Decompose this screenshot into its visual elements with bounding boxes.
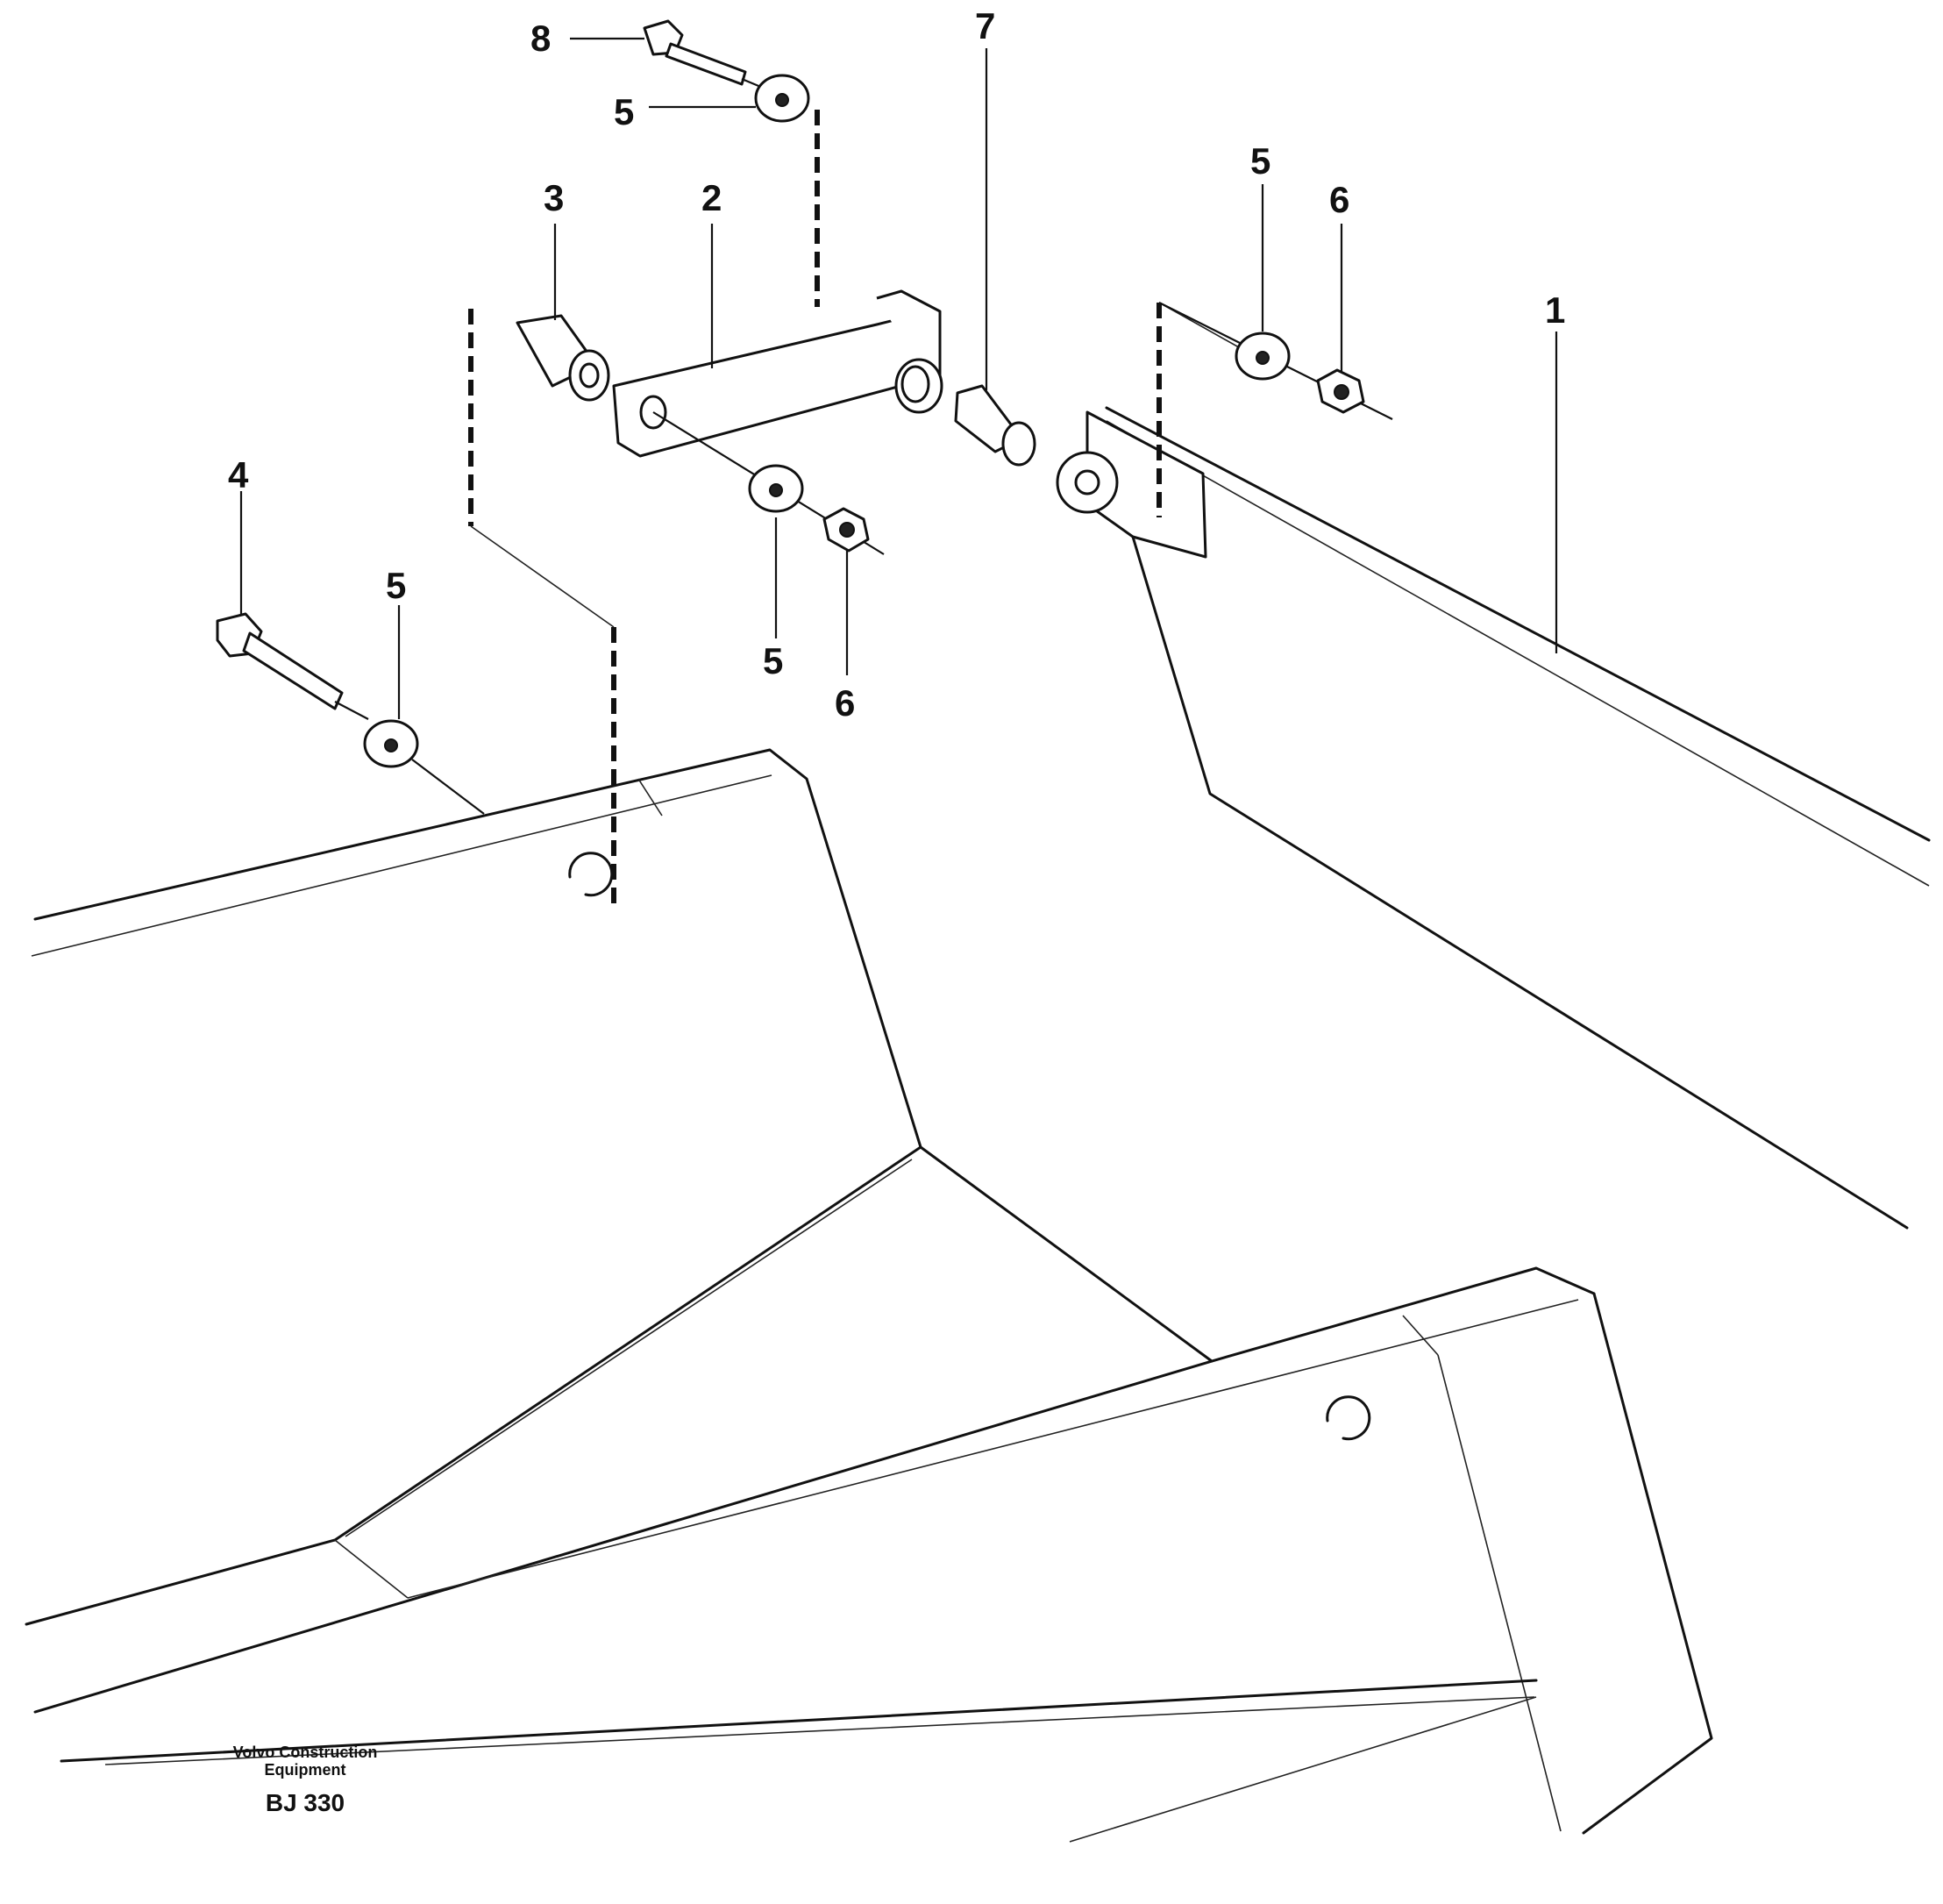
bushing-3 — [516, 314, 610, 402]
bolt-4 — [216, 612, 485, 815]
company-name: Volvo Construction Equipment — [232, 1744, 378, 1779]
callout-6-right: 6 — [1329, 179, 1349, 220]
callout-5-left: 5 — [386, 565, 406, 606]
link-bar — [612, 289, 943, 555]
drawing-code: BJ 330 — [265, 1789, 345, 1816]
bushing-7 — [954, 384, 1036, 467]
callout-4: 4 — [228, 454, 249, 496]
callout-8: 8 — [530, 18, 551, 59]
callout-5-right: 5 — [1250, 140, 1270, 182]
callout-5-top: 5 — [614, 91, 634, 132]
callout-1: 1 — [1545, 289, 1565, 331]
drawing-credit: Volvo Construction Equipment BJ 330 — [217, 1744, 393, 1817]
callout-3: 3 — [544, 177, 564, 218]
callout-leaders — [239, 37, 1558, 719]
dump-body-frame — [25, 748, 1713, 1843]
bolt-8 — [643, 19, 810, 123]
callout-5-mid: 5 — [763, 640, 783, 681]
callout-7: 7 — [975, 5, 995, 46]
tailgate-panel — [1056, 406, 1931, 1230]
callout-2: 2 — [701, 177, 722, 218]
washer-nut-mid — [748, 464, 870, 553]
callout-6-mid: 6 — [835, 682, 855, 724]
callout-labels: 8 5 3 2 7 5 6 1 4 5 5 6 — [228, 5, 1565, 724]
washer-nut-right — [1158, 302, 1393, 420]
assembly-dashed-lines — [468, 110, 1246, 903]
